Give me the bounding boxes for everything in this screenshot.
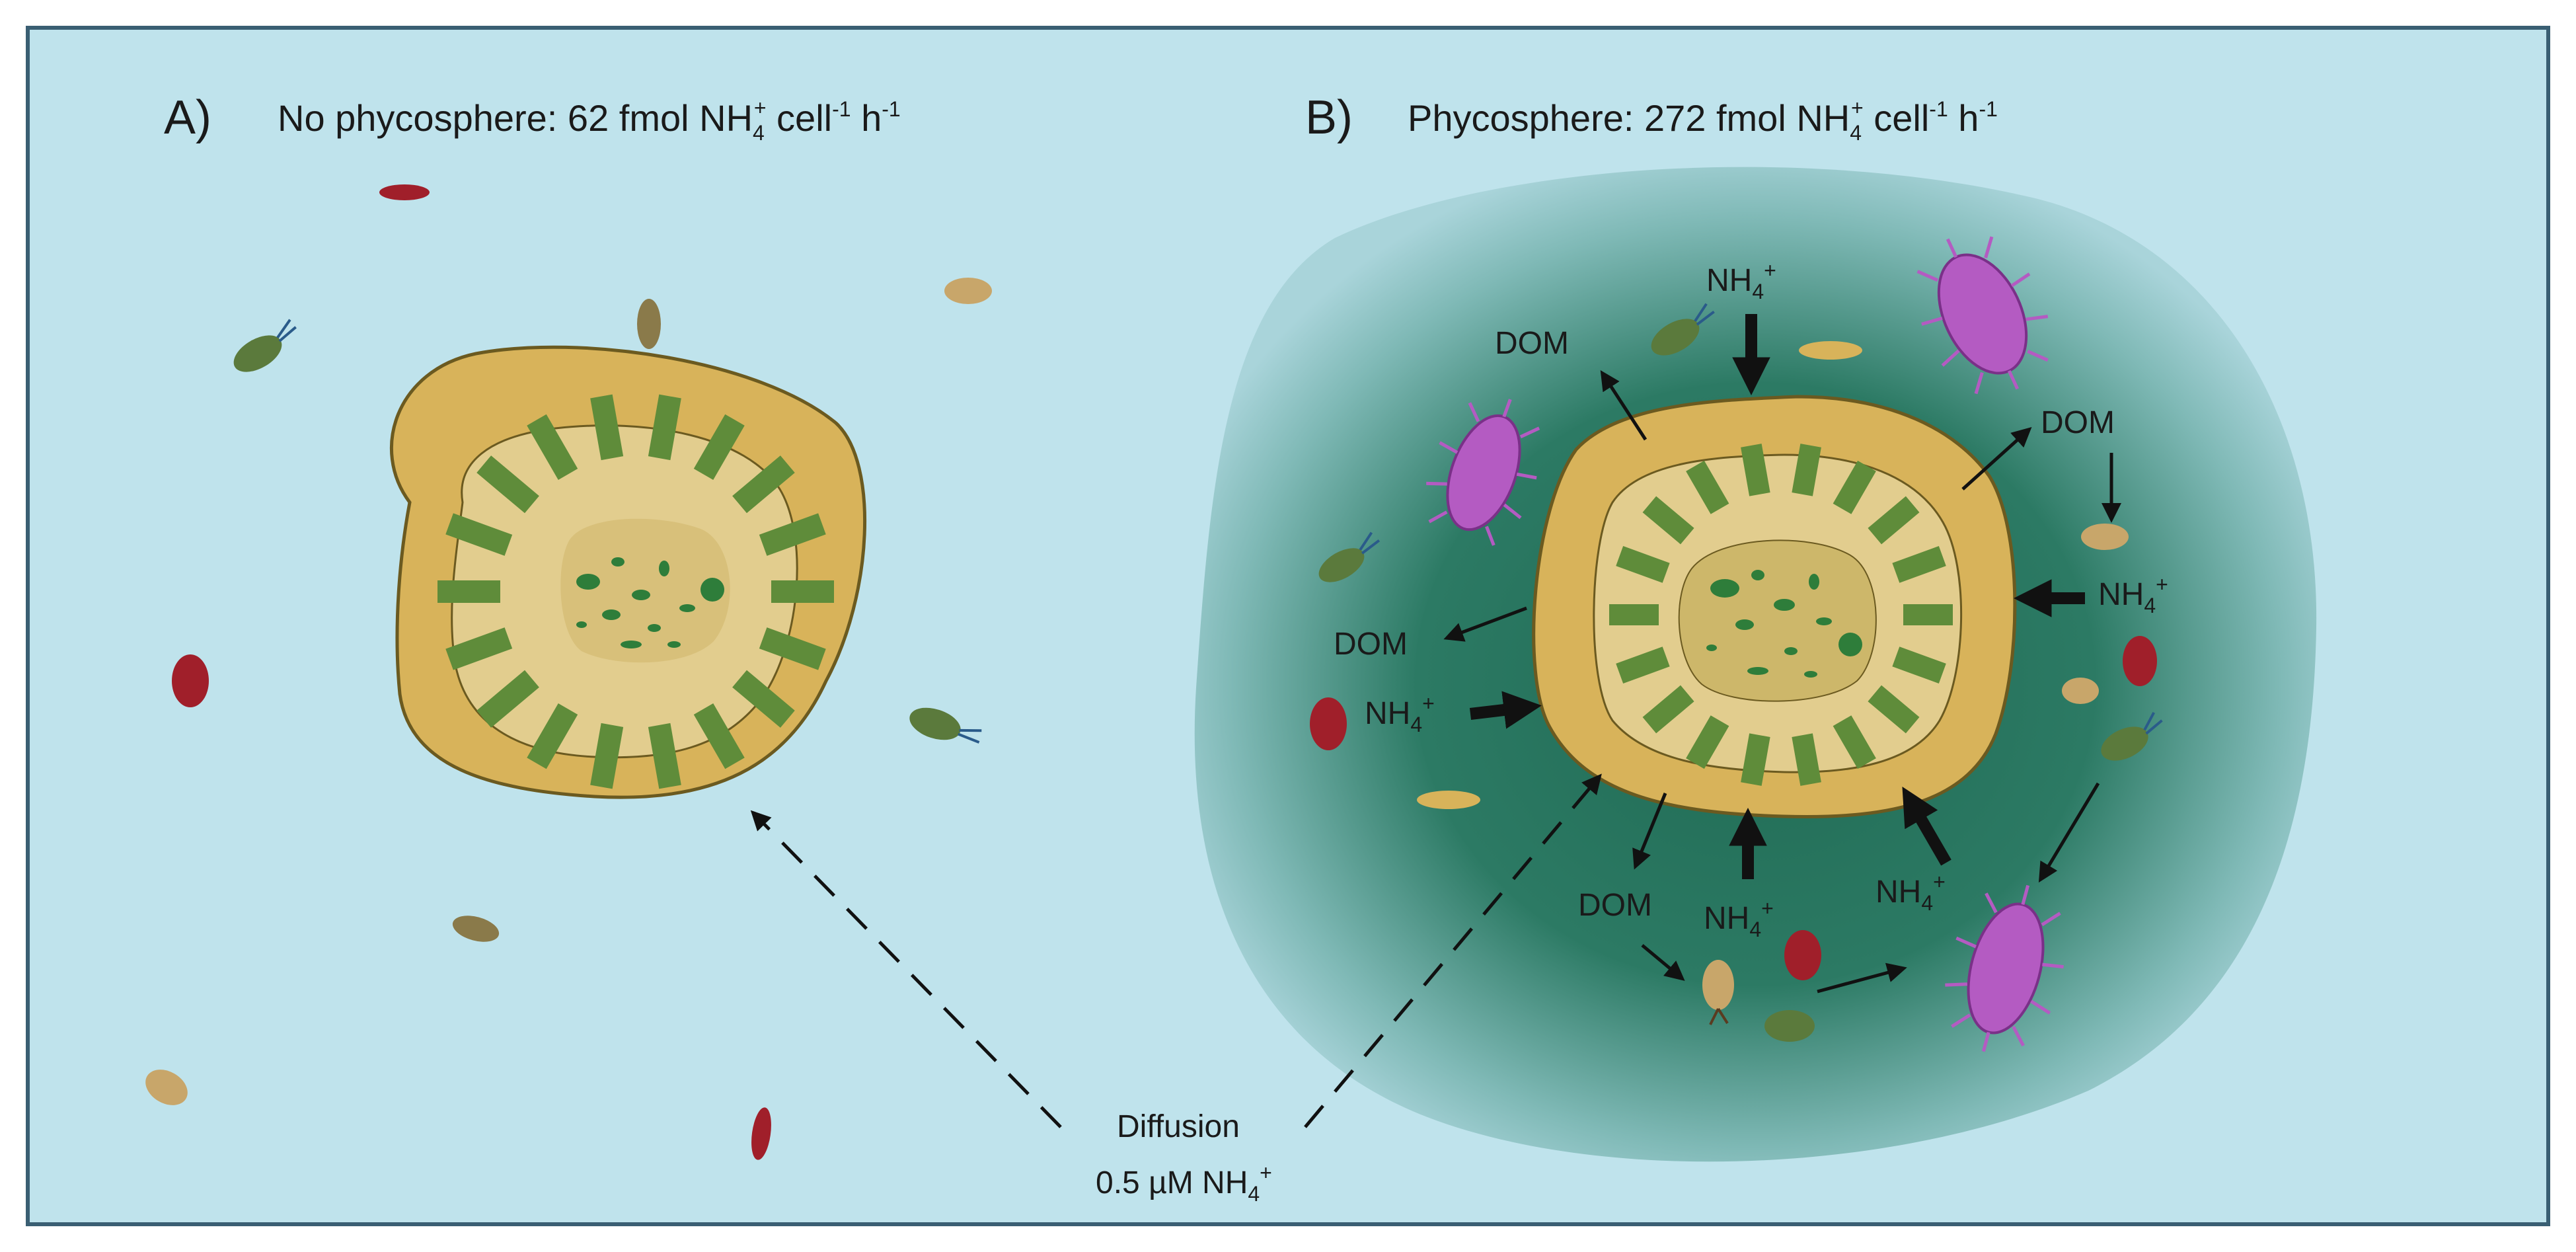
chloroplast-bar <box>1833 715 1876 769</box>
panel-b-title: Phycosphere: 272 fmol NH4+ cell-1 h-1 <box>1408 96 1998 145</box>
chloroplast-bar <box>648 394 681 461</box>
dom-label-bottom: DOM <box>1578 888 1652 923</box>
chloroplast-bar <box>1616 646 1670 684</box>
chloroplast-bar <box>732 670 795 728</box>
chloroplast-bar <box>1741 444 1770 496</box>
chloroplast-bar <box>1741 733 1770 786</box>
chloroplast-bar <box>1903 604 1953 625</box>
chloroplast-bar <box>1792 444 1821 496</box>
nh4-label-bottom-right: NH4+ <box>1875 870 1946 915</box>
chloroplast-bar <box>732 455 795 514</box>
dom-label-top: DOM <box>1495 326 1569 361</box>
chloroplast-bar <box>437 580 500 603</box>
dom-label-right: DOM <box>2041 405 2115 440</box>
panel-b-letter: B) <box>1305 91 1353 144</box>
diffusion-label: Diffusion <box>1117 1109 1240 1144</box>
panel-b-labels: DOM DOM DOM DOM NH4+ NH4+ NH4+ NH4+ NH4+ <box>1334 258 2168 941</box>
chloroplast-bar <box>759 627 826 670</box>
chloroplast-bar <box>445 513 513 556</box>
chloroplast-bar <box>1642 685 1694 734</box>
dom-label-left: DOM <box>1334 627 1408 662</box>
nh4-label-top: NH4+ <box>1706 258 1776 303</box>
chloroplast-bar <box>476 455 539 514</box>
panel-a-letter: A) <box>164 91 211 144</box>
chloroplast-bar <box>476 670 539 728</box>
nh4-label-left: NH4+ <box>1365 691 1435 736</box>
chloroplast-bar <box>759 513 826 556</box>
chloroplast-bar <box>1642 496 1694 545</box>
nh4-label-bottom: NH4+ <box>1704 896 1774 941</box>
chloroplast-bar <box>590 394 624 461</box>
panel-a-title: No phycosphere: 62 fmol NH4+ cell-1 h-1 <box>278 96 901 145</box>
chloroplast-bar <box>1868 496 1920 545</box>
nh4-label-right: NH4+ <box>2098 572 2168 617</box>
chloroplast-bar <box>1792 733 1821 786</box>
chloroplast-bar <box>1833 460 1876 514</box>
chloroplast-bar <box>693 703 745 769</box>
chloroplast-bar <box>590 723 624 789</box>
chloroplast-bar <box>1609 604 1659 625</box>
chloroplast-bar <box>693 414 745 480</box>
nh4-uptake-arrows <box>1469 314 2085 879</box>
chloroplast-bar <box>445 627 513 670</box>
bacteria-cluster-a <box>145 184 992 1160</box>
diatom-cell-b <box>1532 395 2017 818</box>
bacteria-cluster-b <box>1310 236 2163 1052</box>
diffusion-concentration: 0.5 µM NH4+ <box>1096 1161 1272 1206</box>
chloroplast-bar <box>527 414 578 480</box>
chloroplast-bar <box>1868 685 1920 734</box>
chloroplast-bar <box>771 580 834 603</box>
diatom-cell-a <box>389 345 866 799</box>
dom-arrows <box>1443 370 2121 994</box>
diffusion-arrows <box>750 773 1602 1128</box>
chloroplast-bar <box>1686 715 1729 769</box>
chloroplast-bar <box>648 723 681 789</box>
chloroplast-bar <box>1616 546 1670 583</box>
chloroplast-bar <box>1686 460 1729 514</box>
chloroplast-bar <box>1892 646 1946 684</box>
chloroplast-bar <box>1892 546 1946 583</box>
chloroplast-bar <box>527 703 578 769</box>
